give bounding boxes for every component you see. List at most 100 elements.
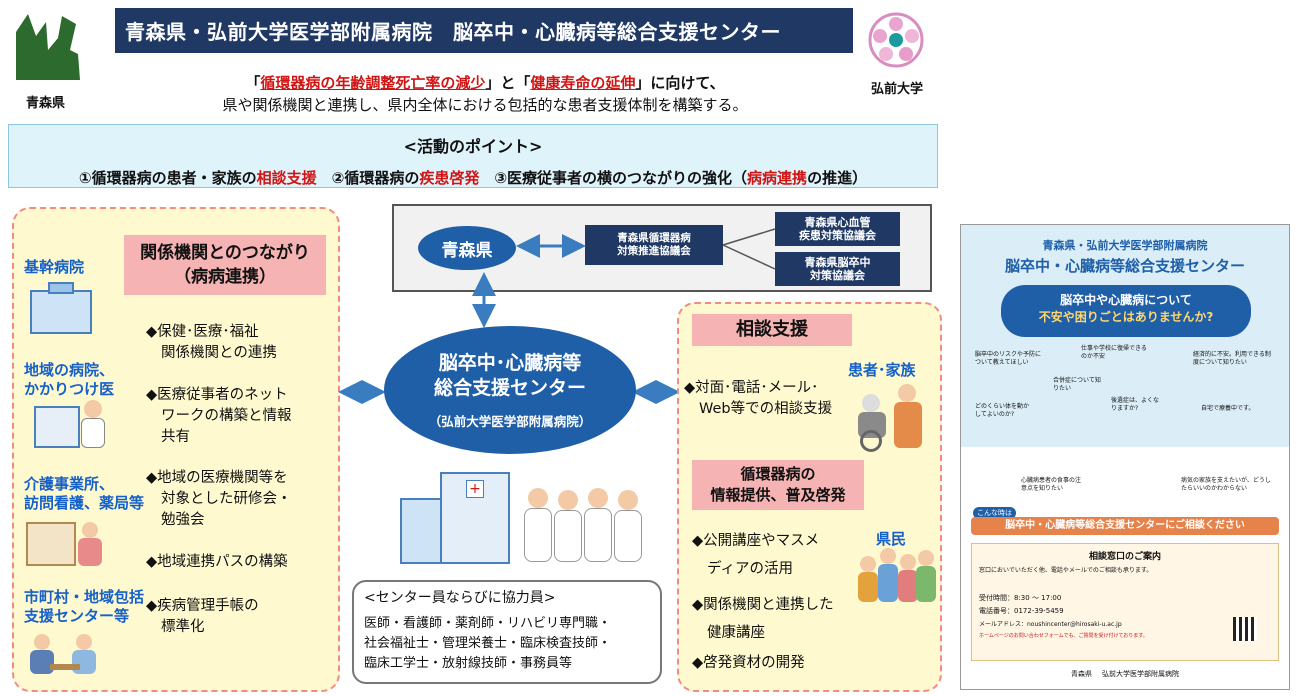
tagline-quote: 」と「 bbox=[485, 74, 531, 92]
page-title: 青森県・弘前大学医学部附属病院 脳卒中・心臓病等総合支援センター bbox=[115, 8, 853, 53]
patients-illustration bbox=[858, 384, 934, 452]
municipal-label: 市町村・地域包括 支援センター等 bbox=[24, 588, 144, 626]
flyer-question: 仕事や学校に復帰できるのか不安 bbox=[1081, 345, 1147, 360]
council-node-stroke: 青森県脳卒中 対策協議会 bbox=[775, 252, 900, 286]
staff-line1: 医師・看護師・薬剤師・リハビリ専門職・ bbox=[364, 616, 612, 631]
tagline-quote: 」に向けて、 bbox=[635, 74, 725, 92]
collaboration-heading: 関係機関とのつながり （病病連携） bbox=[124, 235, 326, 295]
municipal-label-line1: 市町村・地域包括 bbox=[24, 588, 145, 606]
bullet-line: ワークの構築と情報 bbox=[161, 408, 292, 424]
consultation-heading: 相談支援 bbox=[692, 314, 852, 346]
clinic-doctor-icon bbox=[34, 400, 105, 448]
citizens-label: 県民 bbox=[876, 530, 907, 548]
flyer-window-hours: 受付時間：8:30 〜 17:00 bbox=[979, 594, 1062, 602]
flyer-question: 自宅で療養中です。 bbox=[1201, 405, 1255, 412]
consultation-icon bbox=[30, 630, 100, 676]
aomori-logo-caption: 青森県 bbox=[26, 96, 66, 111]
enlightenment-bullet-3: ◆啓発資材の開発 bbox=[692, 655, 805, 671]
point-2-text: ②循環器病の bbox=[316, 169, 420, 187]
consultation-bullet: ◆対面･電話･メール･ Web等での相談支援 bbox=[684, 378, 832, 420]
support-center-line3: （弘前大学医学部附属病院） bbox=[428, 413, 592, 429]
collaboration-bullet-3: ◆地域の医療機関等を 対象とした研修会・ 勉強会 bbox=[146, 468, 292, 531]
flyer-question: 脳卒中のリスクや予防について教えてほしい bbox=[975, 351, 1042, 366]
flyer-window-line: 窓口においでいただく他、電話やメールでのご相談も承ります。 bbox=[979, 567, 1153, 574]
bullet-line: 共有 bbox=[161, 429, 190, 445]
activity-points-line: ①循環器病の患者・家族の相談支援 ②循環器病の疾患啓発 ③医療従事者の横のつなが… bbox=[9, 167, 937, 188]
staff-box: <センター員ならびに協力員> 医師・看護師・薬剤師・リハビリ専門職・ 社会福祉士… bbox=[352, 580, 662, 684]
citizens-illustration bbox=[858, 548, 938, 610]
flyer-footer: 青森県弘前大学医学部附属病院 bbox=[961, 669, 1289, 679]
core-hospital-icon bbox=[30, 282, 92, 334]
tagline-line1: 「循環器病の年齢調整死亡率の減少」と「健康寿命の延伸」に向けて、 bbox=[85, 72, 885, 93]
aomori-map-icon bbox=[16, 14, 80, 80]
flyer-window-title: 相談窓口のご案内 bbox=[1088, 552, 1161, 562]
bullet-line: Web等での相談支援 bbox=[699, 401, 833, 417]
support-center-line1: 脳卒中･心臓病等 bbox=[438, 351, 582, 374]
flyer-window-hp: ホームページのお問い合わせフォームでも、ご質問を受け付けております。 bbox=[979, 633, 1148, 639]
care-facility-icon bbox=[26, 516, 106, 566]
support-center-line2: 総合支援センター bbox=[433, 376, 586, 399]
flyer-window-box bbox=[971, 543, 1279, 661]
enlightenment-bullet-2: ◆関係機関と連携した 健康講座 bbox=[692, 595, 834, 644]
flyer-cta: 脳卒中・心臓病等総合支援センターにご相談ください bbox=[971, 517, 1279, 535]
activity-points-title: <活動のポイント> bbox=[403, 137, 543, 156]
council-node-heart-disease: 青森県心血管 疾患対策協議会 bbox=[775, 212, 900, 246]
bullet-line: ディアの活用 bbox=[707, 561, 793, 577]
collaboration-bullet-1: ◆保健･医療･福祉 関係機関との連携 bbox=[146, 322, 277, 364]
heading-line: 循環器病の bbox=[740, 465, 816, 483]
medical-staff-illustration bbox=[524, 488, 644, 566]
bullet-line: 勉強会 bbox=[161, 512, 205, 528]
flyer-banner: 脳卒中や心臓病について 不安や困りごとはありませんか? bbox=[1001, 285, 1251, 337]
hirosaki-flower-icon bbox=[868, 12, 924, 68]
point-1-text: ①循環器病の患者・家族の bbox=[78, 169, 257, 187]
collaboration-bullet-4: ◆地域連携パスの構築 bbox=[146, 552, 288, 573]
care-facility-label-line2: 訪問看護、薬局等 bbox=[24, 494, 145, 512]
bullet-line: ◆保健･医療･福祉 bbox=[146, 324, 259, 340]
flyer-question: 経済的に不安。利用できる制度について知りたい bbox=[1193, 351, 1271, 366]
flyer-footer-text: 弘前大学医学部附属病院 bbox=[1102, 670, 1179, 678]
flyer-banner-line1: 脳卒中や心臓病について bbox=[1060, 293, 1192, 307]
flyer-title: 脳卒中・心臓病等総合支援センター bbox=[1004, 257, 1245, 275]
staff-line3: 臨床工学士・放射線技師・事務員等 bbox=[364, 656, 573, 671]
bullet-line: ◆関係機関と連携した bbox=[692, 597, 834, 613]
local-hospital-label-line2: かかりつけ医 bbox=[24, 380, 115, 398]
aomori-prefecture-node: 青森県 bbox=[418, 226, 516, 270]
node-line: 青森県脳卒中 bbox=[804, 256, 871, 269]
care-facility-label: 介護事業所、 訪問看護、薬局等 bbox=[24, 475, 144, 513]
flyer-window-tel: 電話番号：0172-39-5459 bbox=[979, 607, 1064, 615]
flyer-window-mail: メールアドレス：noushincenter@hirosaki-u.ac.jp bbox=[979, 621, 1122, 628]
bullet-line: ◆医療従事者のネット bbox=[146, 387, 288, 403]
flyer-banner-line2: 不安や困りごとはありませんか? bbox=[1038, 310, 1214, 324]
collaboration-heading-line1: 関係機関とのつながり bbox=[140, 243, 310, 263]
bullet-line: 標準化 bbox=[161, 619, 205, 635]
point-3-keyword: 病病連携 bbox=[747, 169, 808, 187]
node-line: 青森県循環器病 bbox=[617, 232, 691, 244]
bullet-line: 対象とした研修会・ bbox=[161, 491, 292, 507]
node-line: 青森県心血管 bbox=[804, 216, 871, 229]
staff-line2: 社会福祉士・管理栄養士・臨床検査技師・ bbox=[364, 636, 612, 651]
local-hospital-label-line1: 地域の病院、 bbox=[24, 361, 115, 379]
collaboration-heading-line2: （病病連携） bbox=[174, 267, 276, 287]
flyer-question: どのくらい体を動かしてよいのか? bbox=[975, 403, 1030, 418]
tagline-goal-1: 循環器病の年齢調整死亡率の減少 bbox=[260, 74, 486, 92]
patients-family-label: 患者･家族 bbox=[848, 361, 916, 379]
collaboration-bullet-2: ◆医療従事者のネット ワークの構築と情報 共有 bbox=[146, 385, 292, 448]
municipal-label-line2: 支援センター等 bbox=[24, 607, 130, 625]
bullet-line: ◆地域の医療機関等を bbox=[146, 470, 288, 486]
flyer-question: 合併症について知りたい bbox=[1053, 377, 1101, 392]
aomori-logo bbox=[12, 10, 84, 82]
activity-points-box: <活動のポイント> ①循環器病の患者・家族の相談支援 ②循環器病の疾患啓発 ③医… bbox=[8, 124, 938, 188]
bullet-line: ◆公開講座やマスメ bbox=[692, 533, 820, 549]
enlightenment-bullet-1: ◆公開講座やマスメ ディアの活用 bbox=[692, 531, 819, 580]
bullet-line: ◆地域連携パスの構築 bbox=[146, 554, 288, 570]
hirosaki-logo bbox=[866, 10, 926, 70]
node-line: 疾患対策協議会 bbox=[799, 229, 876, 242]
staff-title: <センター員ならびに協力員> bbox=[364, 590, 556, 606]
point-1-keyword: 相談支援 bbox=[256, 169, 317, 187]
flyer-cta-small: こんな時は bbox=[973, 507, 1016, 519]
bullet-line: 関係機関との連携 bbox=[161, 345, 277, 361]
flyer-image: 青森県・弘前大学医学部附属病院 脳卒中・心臓病等総合支援センター 脳卒中や心臓病… bbox=[960, 224, 1290, 690]
point-3-tail: の推進） bbox=[807, 169, 868, 187]
hospital-illustration: + bbox=[400, 472, 510, 566]
flyer-qr-code bbox=[1233, 617, 1257, 641]
